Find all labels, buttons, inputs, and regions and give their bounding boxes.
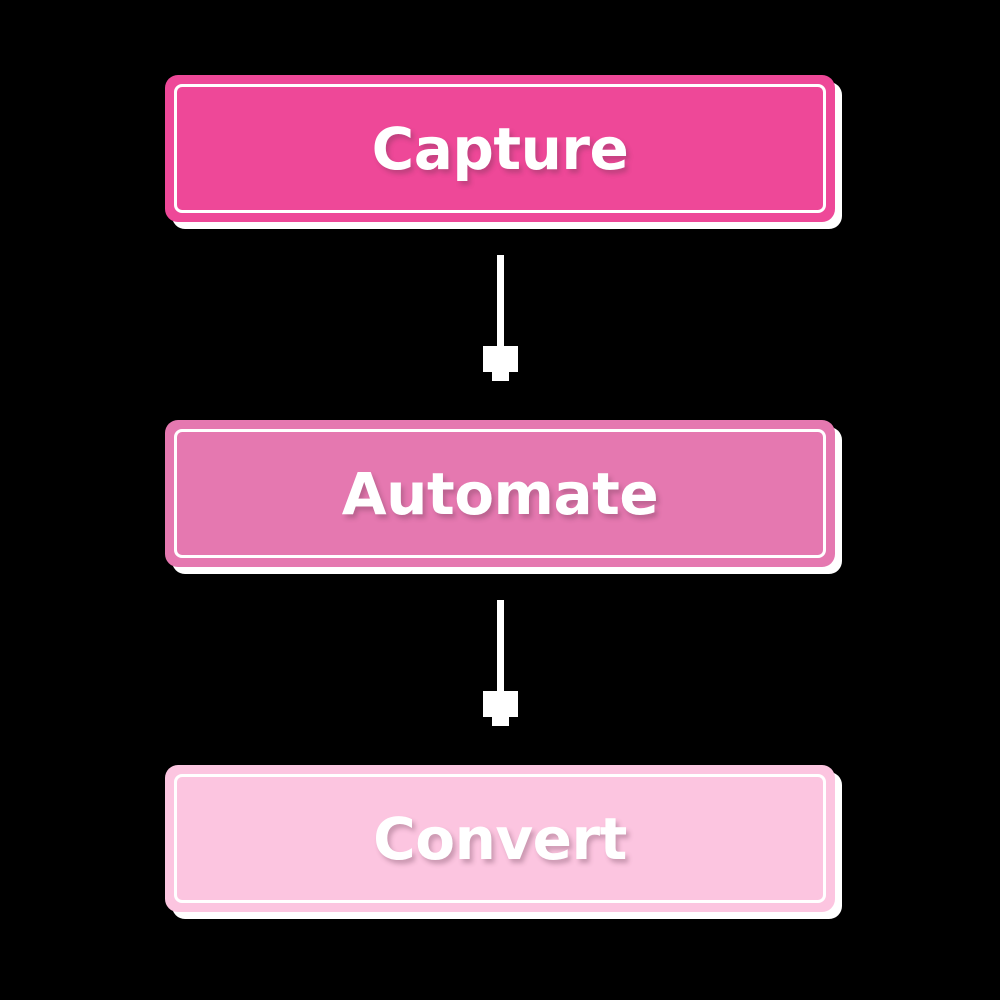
flow-node-label: Automate	[341, 459, 659, 528]
arrow-shaft	[497, 255, 504, 346]
connector-capture-to-automate	[0, 255, 1000, 381]
flow-node-capture[interactable]: Capture	[165, 75, 835, 222]
flow-node-convert[interactable]: Convert	[165, 765, 835, 912]
flow-node-automate[interactable]: Automate	[165, 420, 835, 567]
flow-node-label: Convert	[373, 804, 627, 873]
arrow-shaft	[497, 600, 504, 691]
arrow-head-tip-icon	[492, 717, 509, 726]
arrow-head-tip-icon	[492, 372, 509, 381]
arrow-head-icon	[483, 691, 518, 717]
connector-automate-to-convert	[0, 600, 1000, 726]
arrow-head-icon	[483, 346, 518, 372]
flow-node-label: Capture	[371, 114, 629, 183]
